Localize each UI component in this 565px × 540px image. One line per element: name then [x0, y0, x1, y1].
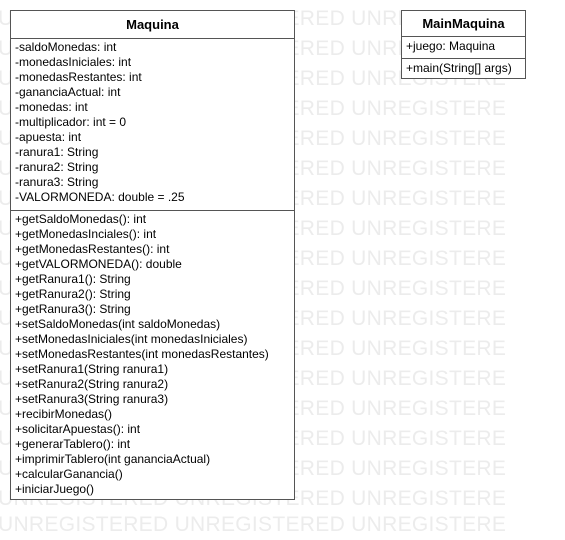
- attribute-row: -monedas: int: [15, 100, 88, 114]
- method-row: +getRanura3(): String: [15, 302, 131, 316]
- method-row: +setSaldoMonedas(int saldoMonedas): [15, 317, 221, 331]
- watermark-line: UNREGISTERED UNREGISTERED UNREGISTERE: [0, 513, 507, 536]
- method-row: +generarTablero(): int: [15, 437, 131, 451]
- method-compartment: +main(String[] args): [402, 59, 525, 78]
- method-row: +setMonedasIniciales(int monedasIniciale…: [15, 332, 248, 346]
- attribute-row: -monedasIniciales: int: [15, 55, 132, 69]
- method-row: +getSaldoMonedas(): int: [15, 212, 147, 226]
- class-name: Maquina: [11, 11, 294, 39]
- method-row: +getRanura1(): String: [15, 272, 131, 286]
- attribute-row: -apuesta: int: [15, 130, 82, 144]
- attribute-row: -ranura2: String: [15, 160, 99, 174]
- method-row: +setRanura1(String ranura1): [15, 362, 169, 376]
- method-row: +solicitarApuestas(): int: [15, 422, 141, 436]
- method-row: +getVALORMONEDA(): double: [15, 257, 182, 271]
- attribute-compartment: -saldoMonedas: int -monedasIniciales: in…: [11, 39, 294, 211]
- method-row: +recibirMonedas(): [15, 407, 113, 421]
- method-row: +getMonedasRestantes(): int: [15, 242, 170, 256]
- method-row: +setRanura2(String ranura2): [15, 377, 169, 391]
- method-row: +iniciarJuego(): [15, 482, 95, 496]
- method-row: +getMonedasInciales(): int: [15, 227, 157, 241]
- class-main-maquina[interactable]: MainMaquina +juego: Maquina +main(String…: [401, 10, 526, 79]
- method-compartment: +getSaldoMonedas(): int +getMonedasIncia…: [11, 211, 294, 499]
- method-row: +setRanura3(String ranura3): [15, 392, 169, 406]
- method-row: +main(String[] args): [406, 61, 512, 75]
- attribute-row: -monedasRestantes: int: [15, 70, 142, 84]
- method-row: +setMonedasRestantes(int monedasRestante…: [15, 347, 269, 361]
- attribute-compartment: +juego: Maquina: [402, 37, 525, 59]
- attribute-row: -gananciaActual: int: [15, 85, 121, 99]
- attribute-row: -VALORMONEDA: double = .25: [15, 190, 185, 204]
- method-row: +getRanura2(): String: [15, 287, 131, 301]
- attribute-row: -ranura3: String: [15, 175, 99, 189]
- attribute-row: -multiplicador: int = 0: [15, 115, 127, 129]
- method-row: +imprimirTablero(int gananciaActual): [15, 452, 211, 466]
- attribute-row: +juego: Maquina: [406, 39, 496, 53]
- class-name: MainMaquina: [402, 11, 525, 37]
- attribute-row: -saldoMonedas: int: [15, 40, 117, 54]
- attribute-row: -ranura1: String: [15, 145, 99, 159]
- class-maquina[interactable]: Maquina -saldoMonedas: int -monedasInici…: [10, 10, 295, 500]
- method-row: +calcularGanancia(): [15, 467, 123, 481]
